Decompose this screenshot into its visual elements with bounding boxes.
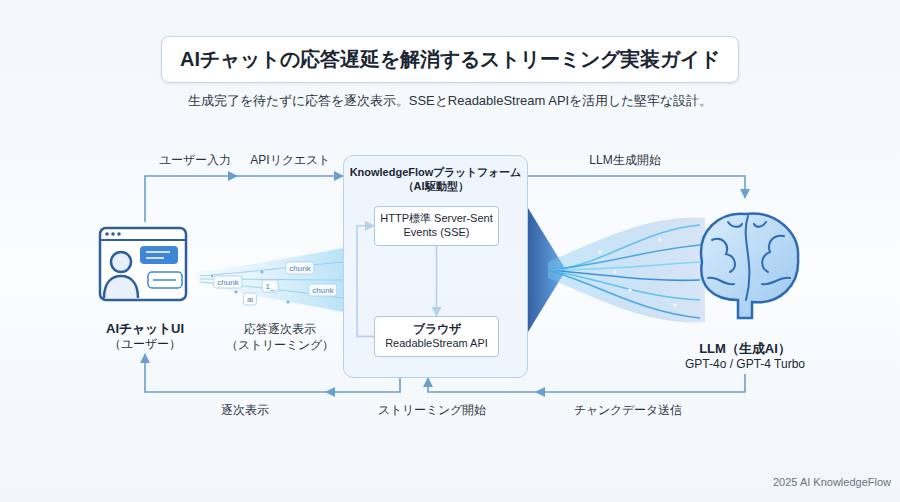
brain-icon <box>701 214 798 318</box>
edge-label: LLM生成開始 <box>589 152 660 169</box>
stream-label: 応答逐次表示 （ストリーミング） <box>220 322 340 353</box>
process-box: HTTP標準 Server-Sent Events (SSE) <box>374 206 499 246</box>
connector <box>145 176 343 222</box>
process-box: ブラウザReadableStream API <box>374 316 499 357</box>
node-text: ReadableStream API <box>378 337 495 351</box>
node-text: （ユーザー） <box>109 337 181 352</box>
node-text: ブラウザ <box>378 322 495 337</box>
stream-right <box>548 218 705 323</box>
title-bar: AIチャットの応答遅延を解消するストリーミング実装ガイド <box>0 36 900 83</box>
chunk-tag: 1_ <box>262 280 279 293</box>
node-text: GPT-4o / GPT-4 Turbo <box>685 357 805 372</box>
edge-label: 逐次表示 <box>221 402 269 419</box>
user-icon <box>100 228 186 300</box>
platform-panel: KnowledgeFlowプラットフォーム （AI駆動型） HTTP標準 Serv… <box>343 155 528 378</box>
chunk-tag: chunk <box>213 276 242 289</box>
user-node: AIチャットUI（ユーザー） <box>88 222 202 354</box>
edge-label: APIリクエスト <box>250 152 329 169</box>
title-text: AIチャットの応答遅延を解消するストリーミング実装ガイド <box>161 36 739 83</box>
flow-label: ユーザー入力 <box>159 152 231 169</box>
node-text: KnowledgeFlowプラットフォーム （AI駆動型） <box>348 166 523 194</box>
edge-label: チャンクデータ送信 <box>574 402 682 419</box>
caption-text: 生成完了を待たずに応答を逐次表示。SSEとReadableStream APIを… <box>0 92 900 110</box>
node-text: AIチャットUI <box>106 321 184 337</box>
footer-note: 2025 AI KnowledgeFlow <box>773 476 891 488</box>
stream-left <box>198 248 343 312</box>
flow-label: ストリーミング開始 <box>378 402 486 419</box>
chunk-tag: ai <box>243 293 257 306</box>
connector <box>528 176 745 198</box>
llm-node: LLM（生成AI）GPT-4o / GPT-4 Turbo <box>675 198 815 374</box>
chunk-tag: chunk <box>285 262 314 275</box>
node-text: HTTP標準 Server-Sent Events (SSE) <box>378 212 495 240</box>
node-text: LLM（生成AI） <box>699 341 791 357</box>
chunk-tag: chunk <box>308 284 337 297</box>
